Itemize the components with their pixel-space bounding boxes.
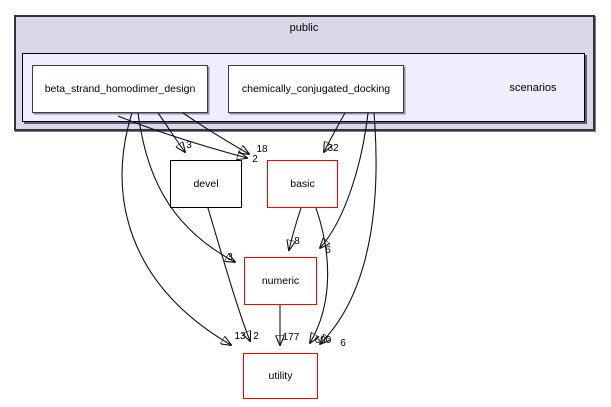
dir-node-utility[interactable]: utility	[243, 353, 318, 399]
dir-node-chemically_conjugated_docking[interactable]: chemically_conjugated_docking	[228, 65, 404, 113]
cluster-scenarios-label: scenarios	[509, 82, 557, 94]
edge-count-label: 690	[315, 335, 332, 346]
edge-count-label: 3	[227, 252, 233, 263]
edge-count-label: 18	[256, 144, 268, 155]
edge-count-label: 6	[325, 245, 331, 256]
edge-count-label: 13	[234, 331, 246, 342]
dir-node-label: numeric	[261, 275, 300, 287]
edge-basic-to-numeric	[289, 207, 302, 250]
edge-chemically_conjugated_docking-to-utility	[320, 112, 377, 344]
edge-count-label: 2	[253, 331, 259, 342]
edge-count-label: 32	[327, 143, 339, 154]
dir-node-label: devel	[193, 178, 219, 190]
dir-node-basic[interactable]: basic	[267, 160, 338, 208]
dir-node-label: chemically_conjugated_docking	[241, 83, 391, 95]
dir-node-label: utility	[268, 370, 293, 382]
dir-node-numeric[interactable]: numeric	[244, 257, 317, 305]
cluster-public-label: public	[289, 22, 319, 34]
edge-count-label: 3	[186, 140, 192, 151]
dir-node-label: beta_strand_homodimer_design	[44, 83, 196, 95]
edge-count-label: 2	[252, 154, 258, 165]
dir-node-label: basic	[290, 178, 315, 190]
edge-beta_strand_homodimer_design-to-utility	[121, 112, 231, 345]
edge-count-label: 177	[283, 332, 300, 343]
edge-count-label: 8	[294, 236, 300, 247]
dir-node-devel[interactable]: devel	[170, 160, 242, 208]
edge-count-label: 6	[340, 338, 346, 349]
dir-node-beta_strand_homodimer_design[interactable]: beta_strand_homodimer_design	[32, 65, 208, 113]
